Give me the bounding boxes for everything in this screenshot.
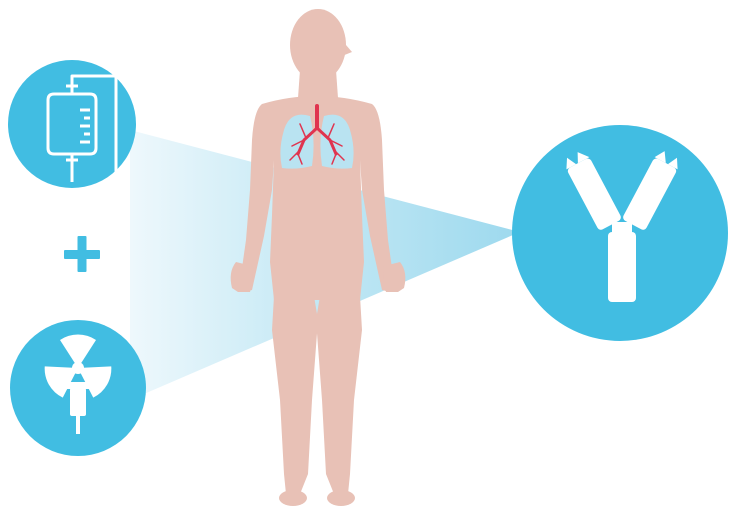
- plus-icon: [64, 236, 100, 272]
- human-body: [231, 9, 406, 506]
- radiotherapy-circle: [10, 320, 146, 456]
- immunotherapy-circle: [512, 125, 728, 341]
- chemotherapy-circle: [8, 60, 136, 188]
